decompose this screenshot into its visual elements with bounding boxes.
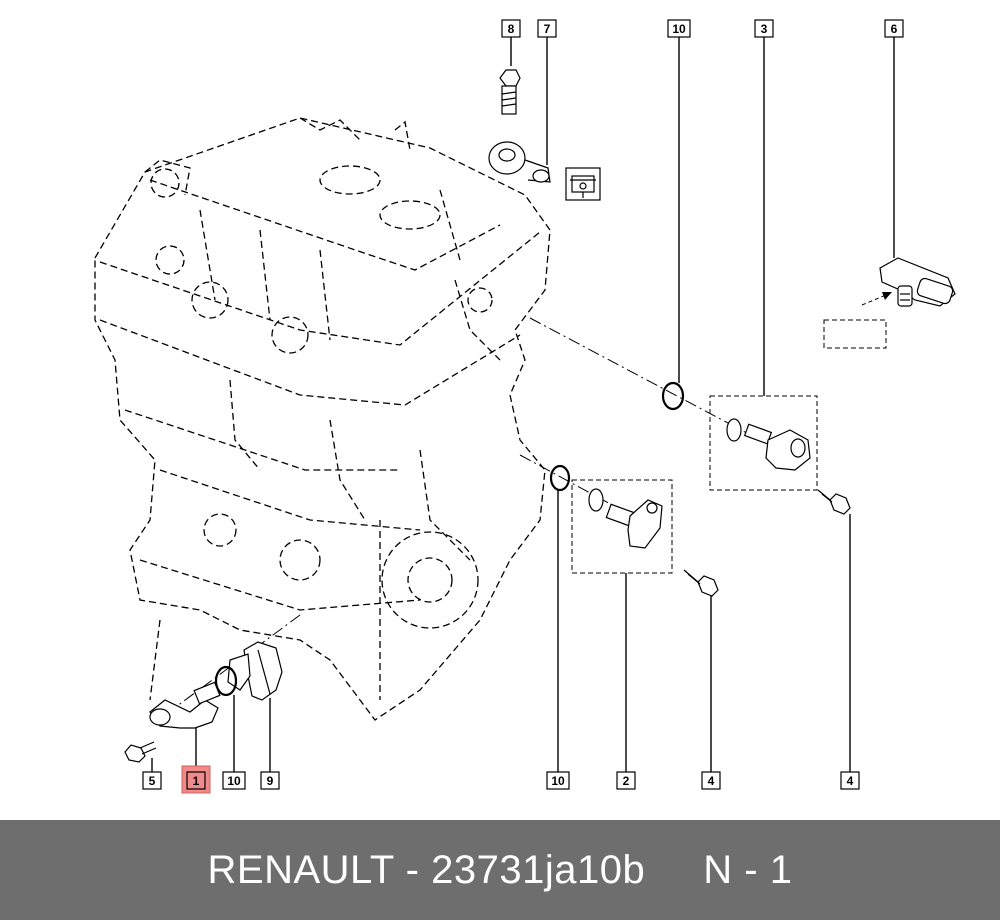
footer-spacer: [645, 848, 703, 892]
o-ring-part-10-mid: [549, 464, 571, 492]
footer-brand: RENAULT: [207, 847, 395, 892]
bolt-part-4-a: [817, 489, 851, 515]
callout-leaders: [151, 37, 895, 772]
sensor-part-3: [726, 418, 811, 471]
svg-text:7: 7: [544, 22, 551, 36]
callout-4-b: 4: [840, 771, 860, 790]
svg-text:10: 10: [551, 774, 565, 788]
footer-part-number: 23731ja10b: [431, 847, 646, 892]
footer-caption: RENAULT - 23731ja10b N - 1: [208, 848, 793, 893]
callout-3: 3: [754, 19, 774, 38]
footer-separator: -: [394, 847, 432, 892]
svg-text:3: 3: [761, 22, 768, 36]
assembly-box-3: [709, 395, 818, 491]
sensor-part-6: [879, 257, 956, 307]
callout-10-top: 10: [667, 19, 691, 38]
bolt-part-5: [124, 741, 157, 763]
svg-text:4: 4: [847, 774, 854, 788]
callout-5: 5: [142, 771, 162, 790]
svg-text:10: 10: [672, 22, 686, 36]
callout-4-a: 4: [701, 771, 721, 790]
o-ring-part-10-top: [661, 381, 685, 411]
callout-9: 9: [260, 771, 280, 790]
callout-2: 2: [616, 771, 636, 790]
svg-text:8: 8: [508, 22, 515, 36]
svg-text:4: 4: [708, 774, 715, 788]
callout-6: 6: [884, 19, 904, 38]
svg-text:5: 5: [149, 774, 156, 788]
callout-1-highlighted: 1: [181, 765, 211, 794]
sensor-part-2: [588, 488, 663, 549]
engine-block: [94, 117, 551, 721]
part-6-reference-box: [823, 319, 887, 349]
callout-8: 8: [501, 19, 521, 38]
svg-text:1: 1: [193, 774, 200, 788]
bracket-part-9: [227, 641, 283, 701]
bolt-part-8: [499, 69, 521, 115]
exploded-engine-diagram: 8 7 10 3 6 5 1 10: [94, 19, 956, 794]
footer-sheet: N - 1: [703, 847, 793, 892]
sensor-part-1: [149, 681, 221, 729]
part-6-arrow: [861, 292, 892, 306]
o-ring-part-10-bottom: [214, 665, 238, 697]
callout-10-b: 10: [546, 771, 570, 790]
footer-bar: RENAULT - 23731ja10b N - 1: [0, 820, 1000, 920]
callout-7: 7: [537, 19, 557, 38]
svg-text:9: 9: [267, 774, 274, 788]
svg-text:10: 10: [227, 774, 241, 788]
callout-10-a: 10: [222, 771, 246, 790]
knock-sensor-part-7: [488, 141, 551, 183]
piston-icon: [565, 167, 601, 201]
bolt-part-4-b: [683, 569, 719, 597]
assembly-box-2: [571, 479, 673, 574]
svg-text:6: 6: [891, 22, 898, 36]
svg-text:2: 2: [623, 774, 630, 788]
